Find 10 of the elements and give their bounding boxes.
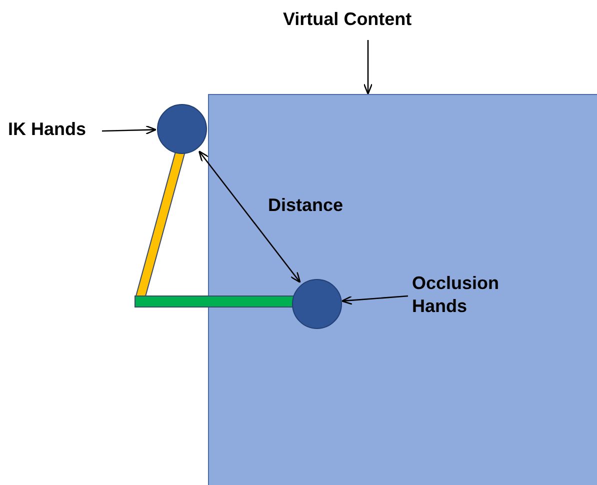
callout-label: Virtual Content xyxy=(283,8,453,34)
hand-circle xyxy=(292,279,342,329)
arrow xyxy=(363,40,373,95)
arrow xyxy=(198,150,301,284)
callout-label: Occlusion Hands xyxy=(412,272,522,322)
content-panel xyxy=(208,94,597,485)
arrow xyxy=(341,295,408,305)
callout-label: IK Hands xyxy=(8,118,100,144)
arrow xyxy=(102,125,157,135)
hand-circle xyxy=(157,104,207,154)
